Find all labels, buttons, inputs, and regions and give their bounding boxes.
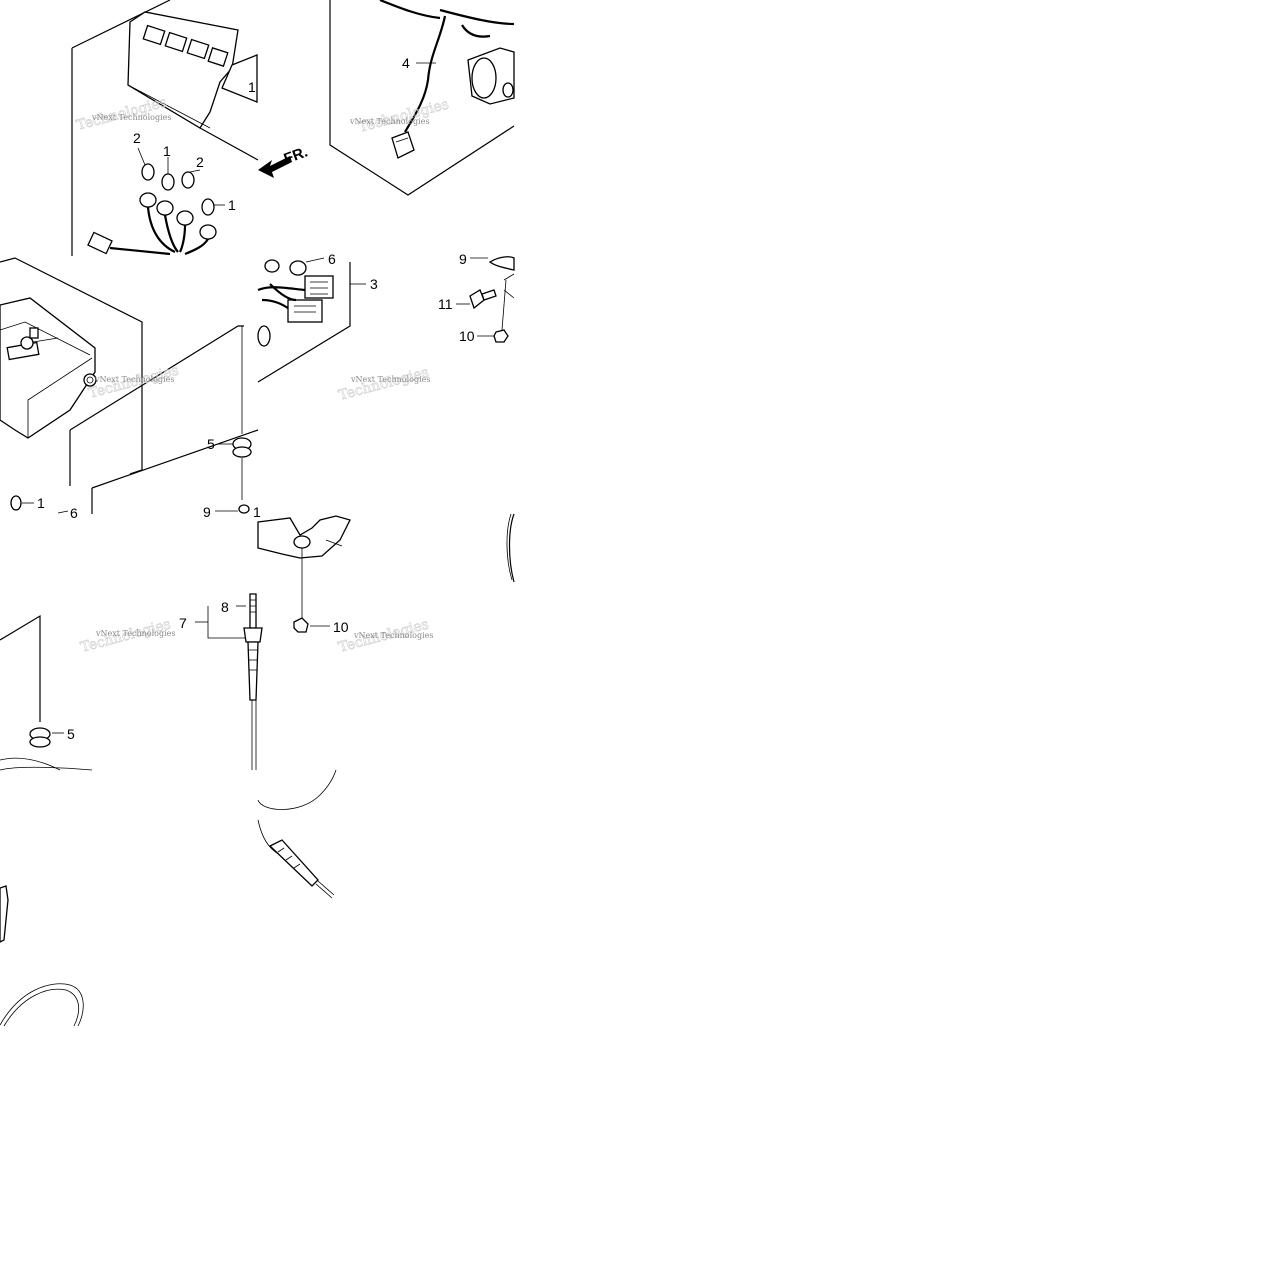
sensor-connector [391,131,415,159]
callout-6b: 6 [70,505,78,521]
watermark-3: Technologies vNext Technologies [87,362,181,402]
bulb-set [87,147,225,256]
tile-cable-loop [0,885,84,1027]
svg-text:1: 1 [248,79,256,95]
callout-6a: 6 [328,251,336,267]
grommet-5a [232,326,252,500]
front-direction-arrow: FR. [258,144,310,178]
cable-end-8 [249,593,257,629]
tile-harness-connectors: 6 3 Technologies vNext Technologies [257,251,431,404]
tile-meter: Technologies vNext Technologies 5 1 6 9 … [0,257,261,521]
callout-11: 11 [438,296,453,312]
sensor-unit [467,47,515,105]
callout-10a: 10 [459,328,475,344]
indicator-housing: 1 [127,11,258,129]
tile-bolt-nut: 9 11 10 [438,251,515,344]
callout-3: 3 [370,276,378,292]
callout-1c: 1 [37,495,45,511]
bolt-11 [469,289,497,310]
watermark-6: Technologies vNext Technologies [79,616,176,656]
tile-indicator-bulbs: 1 FR. Technologies vNext Technologies [71,0,310,256]
watermark-2: Technologies vNext Technologies [349,96,451,136]
svg-text:Technologies: Technologies [337,364,431,403]
watermark-1: Technologies vNext Technologies [75,94,172,134]
callout-4: 4 [402,55,410,71]
tile-right-arc [506,513,515,583]
callout-5a: 5 [207,436,215,452]
tile-cable-tip [257,769,337,899]
callout-1a: 1 [163,143,171,159]
callout-2a: 2 [133,130,141,146]
tile-cable-grommet: 5 Technologies vNext Technologies [0,614,176,771]
watermark-text: vNext Technologies [91,113,171,122]
grommet-5b [29,727,51,748]
mounting-bracket [257,515,351,559]
callout-9a: 9 [459,251,467,267]
watermark-8: Technologies vNext Technologies [337,616,434,656]
tile-sensor-wire: 4 Technologies vNext Technologies [329,0,515,196]
callout-8: 8 [221,599,229,615]
svg-text:vNext Technologies: vNext Technologies [350,375,430,384]
front-direction-label: FR. [282,144,311,168]
callout-10b: 10 [333,619,349,635]
svg-text:vNext Technologies: vNext Technologies [349,117,429,126]
callout-1b: 1 [228,197,236,213]
tile-speedometer-cable: 8 7 [179,593,263,770]
svg-text:vNext Technologies: vNext Technologies [94,375,174,384]
callout-5b: 5 [67,726,75,742]
callout-1d: 1 [253,504,261,520]
cable-tip [268,839,335,899]
tile-bracket-nut: 10 Technologies vNext Technologies [257,515,434,656]
meter-body [0,297,97,439]
callout-9b: 9 [203,504,211,520]
harness-connector-block [257,275,334,347]
callout-7: 7 [179,615,187,631]
svg-text:vNext Technologies: vNext Technologies [95,629,175,638]
cable-housing-7 [243,627,263,770]
watermark-4: Technologies vNext Technologies [337,364,431,404]
svg-text:vNext Technologies: vNext Technologies [353,631,433,640]
callout-2b: 2 [196,154,204,170]
